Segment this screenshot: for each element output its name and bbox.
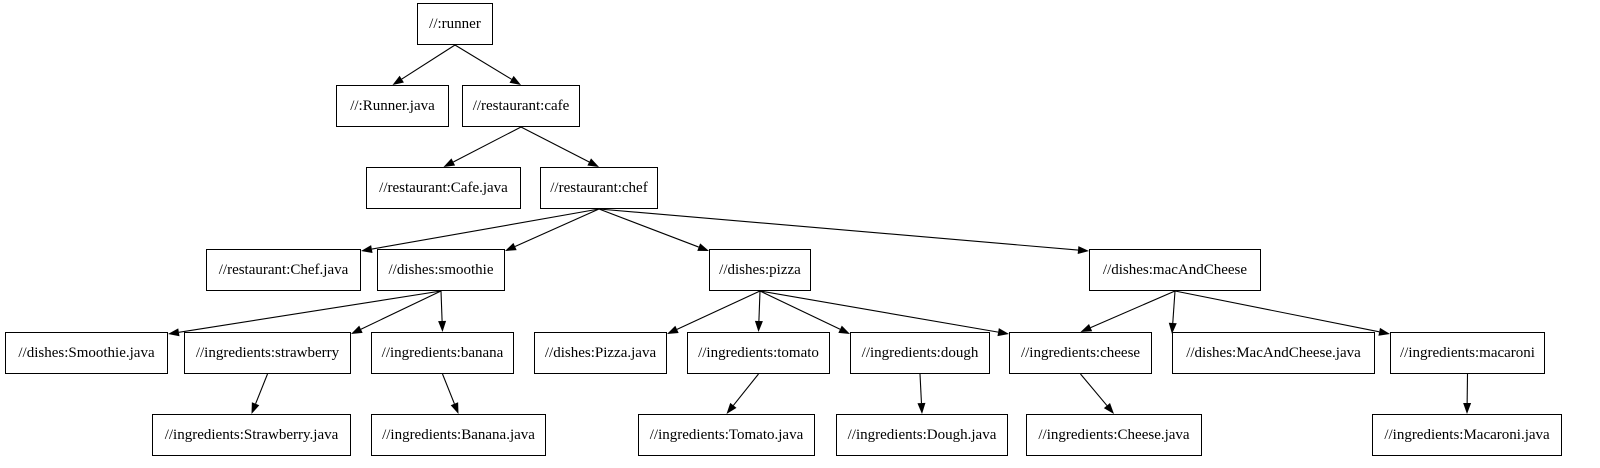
graph-node-ing-macaroni[interactable]: //ingredients:macaroni <box>1390 332 1545 374</box>
graph-node-label: //dishes:macAndCheese <box>1102 261 1248 278</box>
graph-edge-ing-strawberry-to-strawberry-java <box>255 373 269 404</box>
graph-node-ing-strawberry[interactable]: //ingredients:strawberry <box>184 332 351 374</box>
graph-node-ing-banana[interactable]: //ingredients:banana <box>371 332 514 374</box>
graph-arrowhead <box>443 158 456 167</box>
graph-node-label: //ingredients:Cheese.java <box>1038 426 1190 443</box>
graph-node-label: //dishes:Smoothie.java <box>18 344 155 361</box>
graph-node-label: //dishes:MacAndCheese.java <box>1186 344 1361 361</box>
graph-edge-dishes-mac-to-ing-macaroni <box>1174 290 1380 333</box>
graph-node-cheese-java[interactable]: //ingredients:Cheese.java <box>1026 414 1202 456</box>
graph-edge-ing-dough-to-dough-java <box>919 373 922 404</box>
graph-arrowhead <box>754 320 763 332</box>
graph-arrowhead <box>667 325 679 334</box>
graph-edge-restaurant-cafe-to-restaurant-chef <box>520 126 590 163</box>
graph-edge-dishes-smoothie-to-ing-strawberry <box>360 290 442 330</box>
graph-node-label: //restaurant:cafe <box>472 97 570 114</box>
graph-arrowhead <box>509 75 521 85</box>
graph-node-smoothie-java[interactable]: //dishes:Smoothie.java <box>5 332 168 374</box>
graph-node-chef-java[interactable]: //restaurant:Chef.java <box>206 249 361 291</box>
graph-node-ing-dough[interactable]: //ingredients:dough <box>850 332 990 374</box>
graph-edge-dishes-pizza-to-ing-dough <box>759 290 841 330</box>
graph-arrowhead <box>392 75 404 85</box>
graph-edge-runner-to-runner-java <box>401 44 456 80</box>
graph-arrowhead <box>505 242 517 251</box>
graph-node-label: //restaurant:Chef.java <box>218 261 349 278</box>
graph-arrowhead <box>438 320 447 332</box>
graph-arrowhead <box>917 402 926 414</box>
graph-edge-restaurant-chef-to-dishes-smoothie <box>514 208 600 248</box>
graph-node-dough-java[interactable]: //ingredients:Dough.java <box>836 414 1008 456</box>
graph-node-label: //ingredients:Strawberry.java <box>164 426 339 443</box>
graph-node-label: //:Runner.java <box>350 97 435 114</box>
graph-arrowhead <box>1077 246 1089 255</box>
graph-node-label: //ingredients:tomato <box>698 344 819 361</box>
graph-node-mac-java[interactable]: //dishes:MacAndCheese.java <box>1172 332 1375 374</box>
graph-arrowhead <box>361 245 373 254</box>
graph-edge-restaurant-chef-to-dishes-pizza <box>598 208 699 248</box>
graph-arrowhead <box>997 328 1009 337</box>
graph-edge-dishes-smoothie-to-smoothie-java <box>178 290 442 333</box>
graph-node-runner-java[interactable]: //:Runner.java <box>336 85 449 127</box>
graph-arrowhead <box>1463 402 1472 414</box>
graph-arrowhead <box>587 158 599 167</box>
graph-edge-dishes-smoothie-to-ing-banana <box>440 290 443 322</box>
graph-node-strawberry-java[interactable]: //ingredients:Strawberry.java <box>152 414 351 456</box>
graph-node-dishes-smoothie[interactable]: //dishes:smoothie <box>377 249 505 291</box>
graph-node-tomato-java[interactable]: //ingredients:Tomato.java <box>638 414 815 456</box>
graph-arrowhead <box>450 402 459 414</box>
graph-arrowhead <box>251 402 260 414</box>
graph-node-pizza-java[interactable]: //dishes:Pizza.java <box>534 332 667 374</box>
graph-node-dishes-mac[interactable]: //dishes:macAndCheese <box>1089 249 1261 291</box>
graph-node-label: //dishes:Pizza.java <box>544 344 657 361</box>
graph-arrowhead <box>838 325 850 334</box>
graph-node-macaroni-java[interactable]: //ingredients:Macaroni.java <box>1372 414 1562 456</box>
graph-node-label: //ingredients:strawberry <box>195 344 340 361</box>
graph-node-restaurant-cafe[interactable]: //restaurant:cafe <box>462 85 580 127</box>
graph-arrowhead <box>1103 402 1114 414</box>
graph-node-label: //ingredients:Tomato.java <box>649 426 804 443</box>
graph-node-label: //restaurant:Cafe.java <box>379 179 508 196</box>
graph-node-dishes-pizza[interactable]: //dishes:pizza <box>709 249 811 291</box>
graph-node-cafe-java[interactable]: //restaurant:Cafe.java <box>366 167 521 209</box>
graph-node-label: //ingredients:Macaroni.java <box>1384 426 1550 443</box>
graph-edge-dishes-pizza-to-ing-cheese <box>759 290 999 333</box>
graph-node-label: //ingredients:macaroni <box>1400 344 1535 361</box>
graph-edge-restaurant-chef-to-dishes-mac <box>598 208 1079 251</box>
graph-node-banana-java[interactable]: //ingredients:Banana.java <box>371 414 546 456</box>
graph-arrowhead <box>1378 327 1390 336</box>
graph-node-restaurant-chef[interactable]: //restaurant:chef <box>540 167 658 209</box>
graph-node-label: //ingredients:cheese <box>1020 344 1141 361</box>
graph-node-label: //dishes:smoothie <box>388 261 494 278</box>
graph-edge-dishes-pizza-to-ing-tomato <box>758 290 761 322</box>
graph-node-label: //ingredients:Dough.java <box>847 426 997 443</box>
graph-node-label: //dishes:pizza <box>719 261 801 278</box>
graph-node-runner[interactable]: //:runner <box>417 3 493 45</box>
graph-node-label: //ingredients:dough <box>861 344 979 361</box>
graph-arrowhead <box>168 328 180 337</box>
graph-edge-runner-to-restaurant-cafe <box>454 44 512 80</box>
graph-arrowhead <box>351 325 363 334</box>
graph-edge-restaurant-chef-to-chef-java <box>371 208 600 250</box>
graph-node-label: //ingredients:Banana.java <box>382 426 535 443</box>
graph-arrowhead <box>726 402 737 414</box>
graph-node-label: //ingredients:banana <box>381 344 504 361</box>
graph-node-ing-tomato[interactable]: //ingredients:tomato <box>687 332 830 374</box>
graph-edge-ing-tomato-to-tomato-java <box>732 373 759 406</box>
graph-node-label: //restaurant:chef <box>550 179 648 196</box>
graph-edge-dishes-mac-to-mac-java <box>1172 290 1176 324</box>
graph-edge-ing-banana-to-banana-java <box>441 373 455 404</box>
graph-arrowhead <box>1080 323 1093 332</box>
graph-edge-ing-cheese-to-cheese-java <box>1080 373 1108 406</box>
graph-arrowhead <box>697 243 709 251</box>
graph-node-label: //:runner <box>429 15 481 32</box>
graph-node-ing-cheese[interactable]: //ingredients:cheese <box>1009 332 1152 374</box>
graph-edge-restaurant-cafe-to-cafe-java <box>453 126 522 163</box>
graph-edge-dishes-pizza-to-pizza-java <box>676 290 761 330</box>
graph-edge-dishes-mac-to-ing-cheese <box>1090 290 1176 329</box>
